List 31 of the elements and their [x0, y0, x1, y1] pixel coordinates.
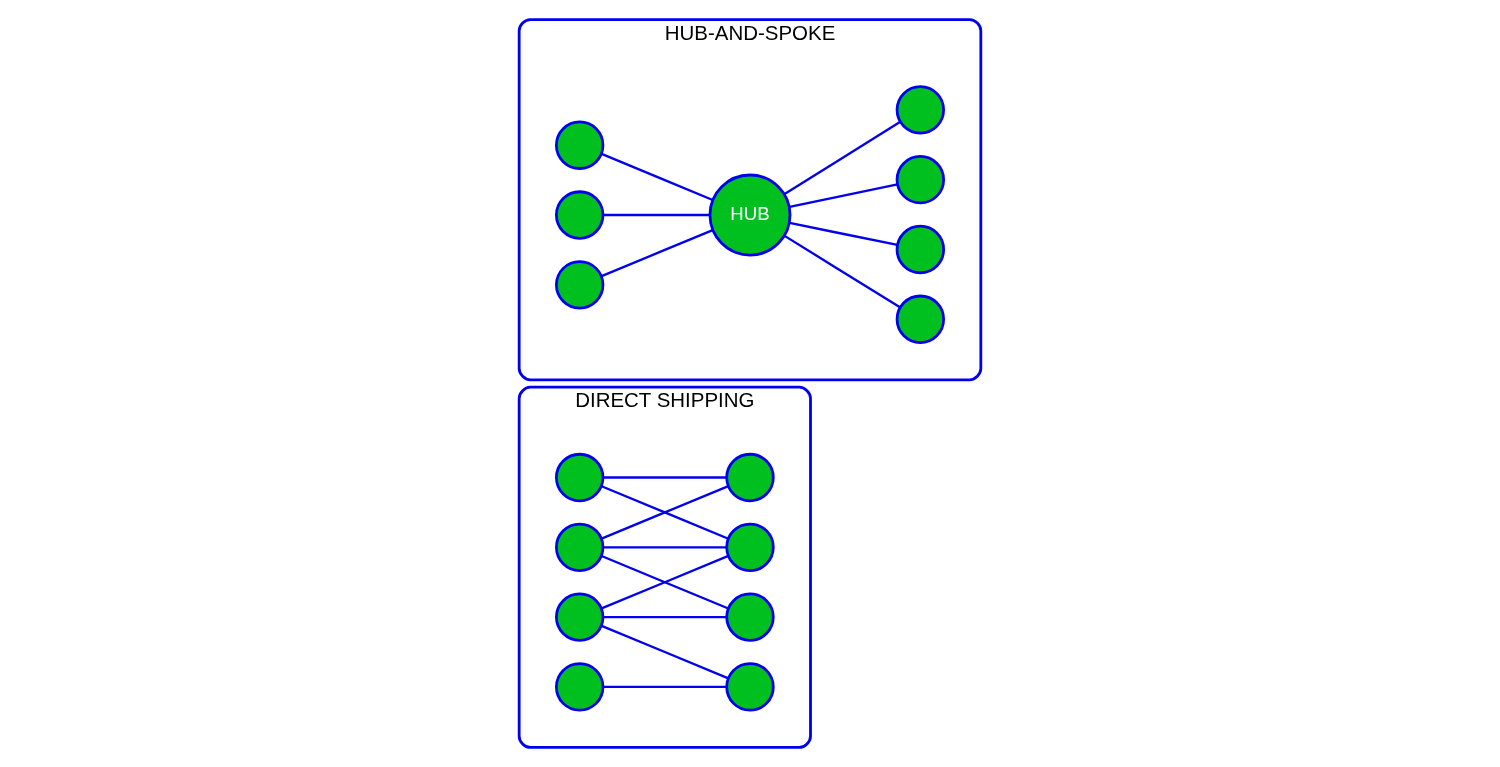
node-circle [725, 452, 775, 503]
connector [601, 152, 714, 202]
cluster: DIRECT SHIPPING [517, 385, 812, 749]
node-circle [555, 190, 605, 240]
node-circle [555, 120, 605, 170]
connector [601, 229, 714, 278]
connector [601, 554, 729, 610]
node-circle [895, 85, 945, 135]
connector [603, 685, 727, 689]
node-circle: HUB [708, 173, 792, 257]
connector [789, 221, 898, 247]
node-circle [895, 224, 945, 275]
connector [789, 183, 898, 209]
node-circle [555, 452, 605, 503]
node-circle [725, 592, 775, 642]
node-circle [555, 260, 605, 310]
connector [603, 546, 727, 549]
node-circle [555, 662, 605, 712]
connector [783, 120, 901, 196]
node-circle [725, 522, 775, 572]
node-circle [725, 662, 775, 712]
node-circle [895, 294, 945, 344]
node-circle [555, 592, 605, 642]
connector [603, 615, 727, 619]
connector [601, 485, 729, 540]
node-circle [895, 155, 945, 205]
connector [601, 624, 729, 680]
connector [603, 213, 710, 217]
node-circle [555, 522, 605, 572]
connector [603, 476, 727, 479]
connector [784, 234, 901, 309]
